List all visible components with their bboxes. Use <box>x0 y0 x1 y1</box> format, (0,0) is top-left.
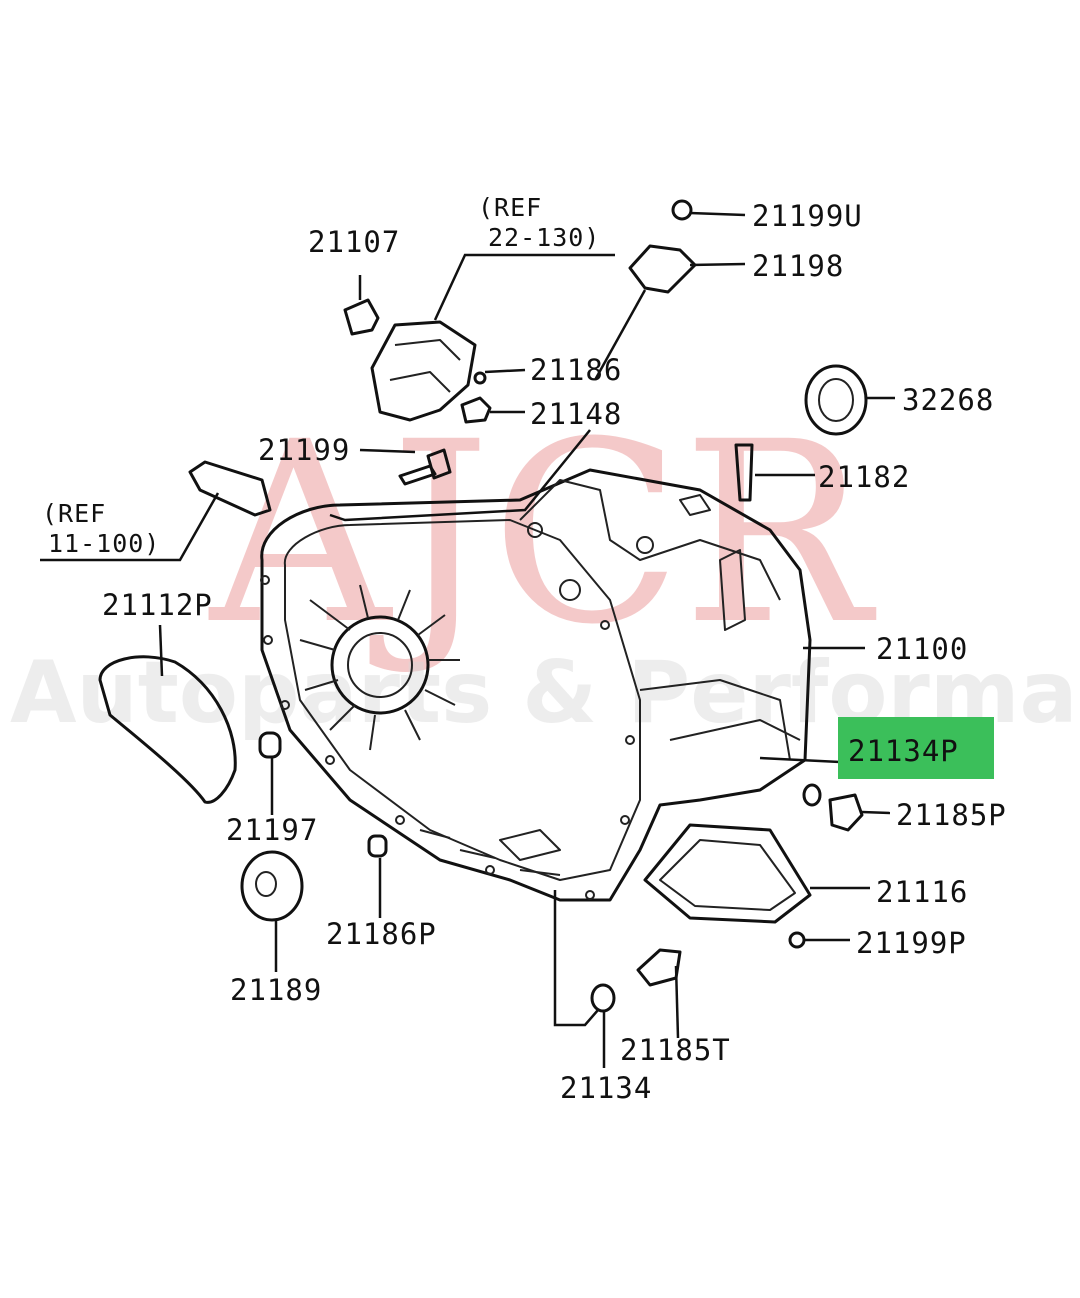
label-21112P: 21112P <box>102 588 213 622</box>
label-21148: 21148 <box>530 397 622 431</box>
bolt-21199P <box>788 931 806 949</box>
label-32268: 32268 <box>902 383 994 417</box>
label-21197: 21197 <box>226 813 318 847</box>
ref-left-line1: (REF <box>42 499 106 528</box>
label-21185P: 21185P <box>896 798 1007 832</box>
label-21134P: 21134P <box>848 734 959 768</box>
label-21198: 21198 <box>752 249 844 283</box>
ref-top-line2: 22-130) <box>488 223 600 252</box>
plug-21185T <box>636 948 682 987</box>
label-21186: 21186 <box>530 353 622 387</box>
ref-part-11-100 <box>188 460 272 517</box>
label-21185T: 21185T <box>620 1033 731 1067</box>
label-21100: 21100 <box>876 632 968 666</box>
washer-21134P <box>802 783 822 807</box>
stud-21182 <box>734 443 754 502</box>
label-21107: 21107 <box>308 225 400 259</box>
bolt-21199U <box>671 199 746 221</box>
label-21199U: 21199U <box>752 199 863 233</box>
cover-21116 <box>643 823 812 924</box>
control-housing <box>370 320 477 422</box>
seal-32268 <box>804 364 868 436</box>
washer-21134 <box>590 983 616 1013</box>
ref-left-line2: 11-100) <box>48 529 160 558</box>
bushing-21107 <box>343 298 380 336</box>
label-21182: 21182 <box>818 460 910 494</box>
label-21199P: 21199P <box>856 926 967 960</box>
bracket-21198 <box>628 244 697 294</box>
bushing-21148 <box>460 396 492 424</box>
seal-21189 <box>240 850 304 922</box>
label-21134: 21134 <box>560 1071 652 1105</box>
pin-21186P <box>367 834 388 858</box>
bolt-21199 <box>398 448 452 486</box>
label-21199: 21199 <box>258 433 350 467</box>
plug-21185P <box>828 793 864 832</box>
leader-lines <box>40 253 895 1068</box>
label-21116: 21116 <box>876 875 968 909</box>
transmission-case <box>260 468 812 902</box>
highlight-box <box>838 717 994 779</box>
label-21189: 21189 <box>230 973 322 1007</box>
pin-21186 <box>473 371 487 385</box>
gasket-21112P <box>98 655 237 804</box>
label-21186P: 21186P <box>326 917 437 951</box>
ref-top-line1: (REF <box>478 193 542 222</box>
dowel-21197 <box>258 731 282 759</box>
